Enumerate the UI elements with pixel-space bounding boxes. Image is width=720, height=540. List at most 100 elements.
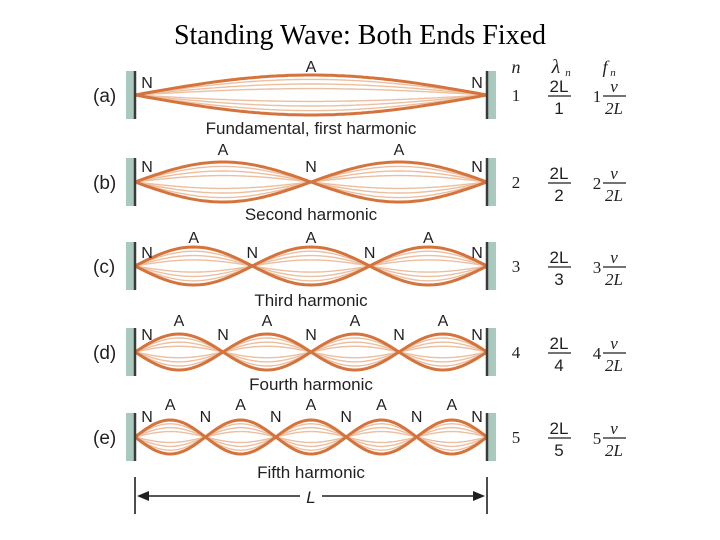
antinode-label: A: [306, 397, 317, 414]
node-label: N: [340, 409, 352, 426]
string-extreme-position: [134, 332, 488, 372]
header-f: f: [602, 57, 610, 77]
string-intermediate-position: [134, 426, 488, 448]
harmonic-number: 2: [512, 173, 521, 192]
node-label: N: [141, 409, 153, 426]
frequency-denominator: 2L: [605, 99, 623, 118]
node-label: N: [270, 409, 282, 426]
string-intermediate-position: [134, 422, 488, 452]
string-intermediate-position: [134, 259, 488, 273]
string-intermediate-position: [134, 250, 488, 282]
string-extreme-position: [134, 418, 488, 456]
header-f-sub: n: [610, 67, 616, 79]
harmonic-number: 5: [512, 428, 521, 447]
antinode-label: A: [350, 313, 361, 330]
antinode-label: A: [306, 230, 317, 247]
frequency-numerator: v: [610, 419, 618, 438]
antinode-label: A: [188, 230, 199, 247]
frequency-denominator: 2L: [605, 270, 623, 289]
frequency-coefficient: 5: [593, 429, 602, 448]
row-tag: (c): [93, 257, 115, 278]
string-intermediate-position: [134, 254, 488, 278]
node-label: N: [200, 409, 212, 426]
harmonic-number: 1: [512, 86, 521, 105]
right-fixed-end-post: [488, 413, 496, 461]
left-fixed-end-post: [126, 71, 134, 119]
antinode-label: A: [306, 59, 317, 76]
frequency-numerator: v: [610, 77, 618, 96]
frequency-coefficient: 2: [593, 174, 602, 193]
string-intermediate-position: [134, 250, 488, 282]
wavelength-numerator: 2L: [550, 334, 569, 353]
length-arrow-right-head: [473, 491, 485, 501]
frequency-coefficient: 3: [593, 258, 602, 277]
node-label: N: [141, 245, 153, 262]
wavelength-denominator: 5: [554, 441, 563, 460]
length-arrow-left-head: [137, 491, 149, 501]
length-indicator: L: [134, 477, 488, 514]
node-label: N: [471, 409, 483, 426]
frequency-numerator: v: [610, 164, 618, 183]
string-extreme-position: [134, 245, 488, 287]
string-intermediate-position: [134, 259, 488, 273]
node-label: N: [141, 75, 153, 92]
antinode-label: A: [423, 230, 434, 247]
string-intermediate-position: [134, 94, 488, 103]
right-fixed-end-post: [488, 328, 496, 376]
right-fixed-end-post: [488, 242, 496, 290]
string-intermediate-position: [134, 254, 488, 278]
harmonic-caption: Third harmonic: [254, 291, 368, 310]
string-intermediate-position: [134, 78, 488, 96]
node-label: N: [305, 159, 317, 176]
column-headers: n λ n f n: [512, 56, 617, 79]
frequency-numerator: v: [610, 334, 618, 353]
node-label: N: [471, 245, 483, 262]
string-intermediate-position: [134, 426, 488, 448]
string-intermediate-position: [134, 430, 488, 444]
harmonic-number: 4: [512, 343, 521, 362]
frequency-numerator: v: [610, 248, 618, 267]
header-lambda: λ: [551, 56, 561, 78]
right-fixed-end-post: [488, 71, 496, 119]
harmonic-number: 3: [512, 257, 521, 276]
row-tag: (e): [93, 428, 116, 449]
antinode-label: A: [438, 313, 449, 330]
string-extreme-position: [134, 418, 488, 456]
wavelength-numerator: 2L: [550, 77, 569, 96]
frequency-coefficient: 1: [593, 87, 602, 106]
node-label: N: [364, 245, 376, 262]
wavelength-denominator: 1: [554, 99, 563, 118]
left-fixed-end-post: [126, 328, 134, 376]
wavelength-denominator: 3: [554, 270, 563, 289]
string-extreme-position: [134, 73, 488, 97]
left-fixed-end-post: [126, 242, 134, 290]
antinode-label: A: [165, 397, 176, 414]
antinode-label: A: [394, 142, 405, 159]
string-extreme-position: [134, 93, 488, 117]
node-label: N: [471, 75, 483, 92]
frequency-denominator: 2L: [605, 441, 623, 460]
left-fixed-end-post: [126, 158, 134, 206]
node-label: N: [247, 245, 259, 262]
harmonic-caption: Fundamental, first harmonic: [206, 119, 417, 138]
node-label: N: [141, 327, 153, 344]
node-label: N: [471, 159, 483, 176]
row-tag: (d): [93, 343, 116, 364]
caption-background: [236, 205, 386, 225]
harmonic-caption: Fifth harmonic: [257, 463, 365, 482]
antinode-label: A: [174, 313, 185, 330]
node-label: N: [305, 327, 317, 344]
string-extreme-position: [134, 160, 488, 204]
page-title: Standing Wave: Both Ends Fixed: [173, 20, 547, 51]
node-label: N: [141, 159, 153, 176]
node-label: N: [471, 327, 483, 344]
length-label: L: [306, 488, 315, 507]
wavelength-numerator: 2L: [550, 419, 569, 438]
node-label: N: [217, 327, 229, 344]
left-fixed-end-post: [126, 413, 134, 461]
antinode-label: A: [262, 313, 273, 330]
